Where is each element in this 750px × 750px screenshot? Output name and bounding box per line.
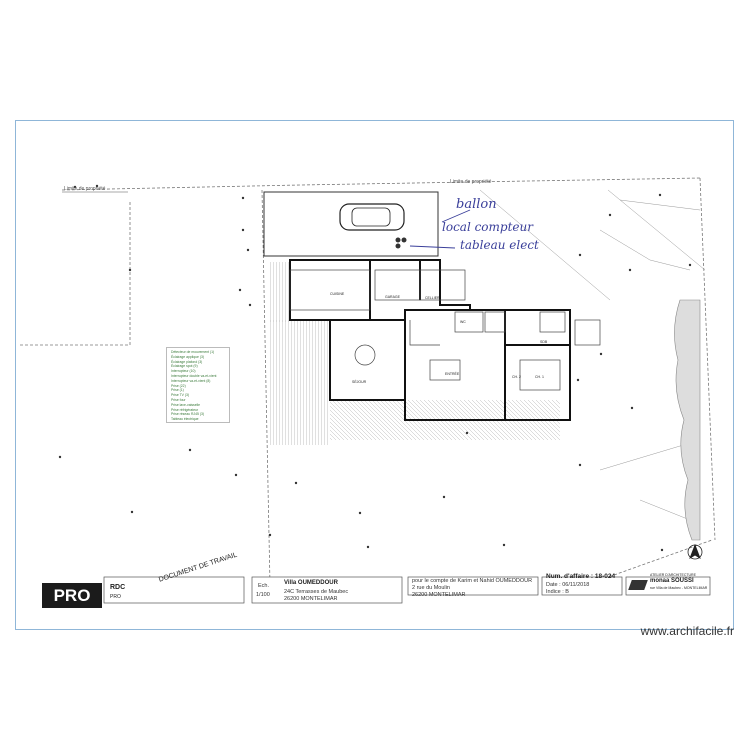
- room-label: CH. 1: [535, 375, 544, 379]
- drawing-date: Date : 06/11/2018: [546, 582, 590, 588]
- legend-item: Tableau électrique: [171, 417, 199, 422]
- room-label: SÉJOUR: [352, 380, 367, 384]
- legend-item: Prise four: [171, 398, 186, 402]
- terrace: [268, 320, 328, 445]
- legend: Détecteur de mouvement (1) Éclairage app…: [166, 347, 230, 423]
- scale-value: 1/100: [256, 592, 270, 598]
- property-lines: [20, 177, 716, 586]
- client-line-2: 2 rue du Moulin: [412, 585, 450, 591]
- room-label: CELLIER: [425, 296, 440, 300]
- level-title: RDC: [110, 584, 126, 591]
- legend-item: Éclairage applique (3): [171, 354, 204, 359]
- legend-item: Prise lave-vaisselle: [171, 402, 201, 407]
- firm-line-2: monaa SOUSSI: [650, 578, 694, 584]
- legend-item: Prise réfrigérateur: [171, 407, 199, 412]
- room-label: WC: [460, 320, 466, 324]
- legend-item: Interrupteur double va-et-vient: [171, 374, 217, 378]
- legend-item: Interrupteur va-et-vient (8): [171, 378, 211, 383]
- pro-badge: PRO: [42, 583, 102, 608]
- handwritten-note-ballon: ballon: [456, 197, 497, 212]
- legend-item: Prise (22): [171, 383, 186, 388]
- legend-item: Prise TV (3): [171, 393, 190, 398]
- title-block: [103, 576, 711, 604]
- property-line-label-top: Limite de propriété: [450, 179, 492, 185]
- handwritten-note-tableau-elect: tableau elect: [460, 238, 539, 252]
- room-label: CUISINE: [330, 292, 345, 296]
- firm-line-3: rue Villa de Maubec - MONTELIMAR: [650, 586, 708, 590]
- survey-points: [58, 184, 692, 552]
- project-address-2: 26200 MONTELIMAR: [284, 596, 338, 602]
- legend-item: Éclairage plafond (3): [171, 359, 203, 364]
- car: [339, 203, 405, 231]
- legend-item: Interrupteur (10): [171, 369, 196, 374]
- legend-item: Prise réseau RJ45 (3): [171, 412, 204, 417]
- legend-item: Prise (1): [171, 388, 184, 393]
- legend-item: Éclairage spot (9): [171, 364, 198, 369]
- drawing-sheet: [15, 120, 734, 630]
- north-arrow-icon: [687, 543, 703, 560]
- room-label: SDB: [540, 340, 548, 344]
- house-walls: [289, 259, 571, 421]
- legend-item: Détecteur de mouvement (1): [171, 350, 215, 354]
- property-line-label-left: Limite de propriété: [64, 186, 106, 192]
- watermark: www.archifacile.fr: [640, 624, 734, 638]
- project-name: Villa OUMEDDOUR: [284, 580, 338, 586]
- level-subtitle: PRO: [110, 594, 121, 600]
- room-label: CH. 2: [512, 375, 521, 379]
- scale-label: Ech.: [258, 583, 270, 589]
- client-line-1: pour le compte de Karim et Nahid OUMEDDO…: [412, 578, 533, 584]
- project-address-1: 24C Terrasses de Maubec: [284, 589, 349, 595]
- vegetation: [674, 299, 701, 541]
- parking-area: [263, 191, 439, 257]
- room-label: ENTRÉE: [445, 372, 460, 376]
- firm-line-1: ATELIER D'ARCHITECTURE: [650, 573, 696, 577]
- handwritten-note-local-compteur: local compteur: [442, 220, 533, 234]
- client-line-3: 26200 MONTELIMAR: [412, 592, 466, 598]
- affaire-number: Num. d'affaire : 18-024: [546, 573, 616, 580]
- room-label: GARAGE: [385, 295, 400, 299]
- drawing-index: Indice : B: [546, 589, 569, 595]
